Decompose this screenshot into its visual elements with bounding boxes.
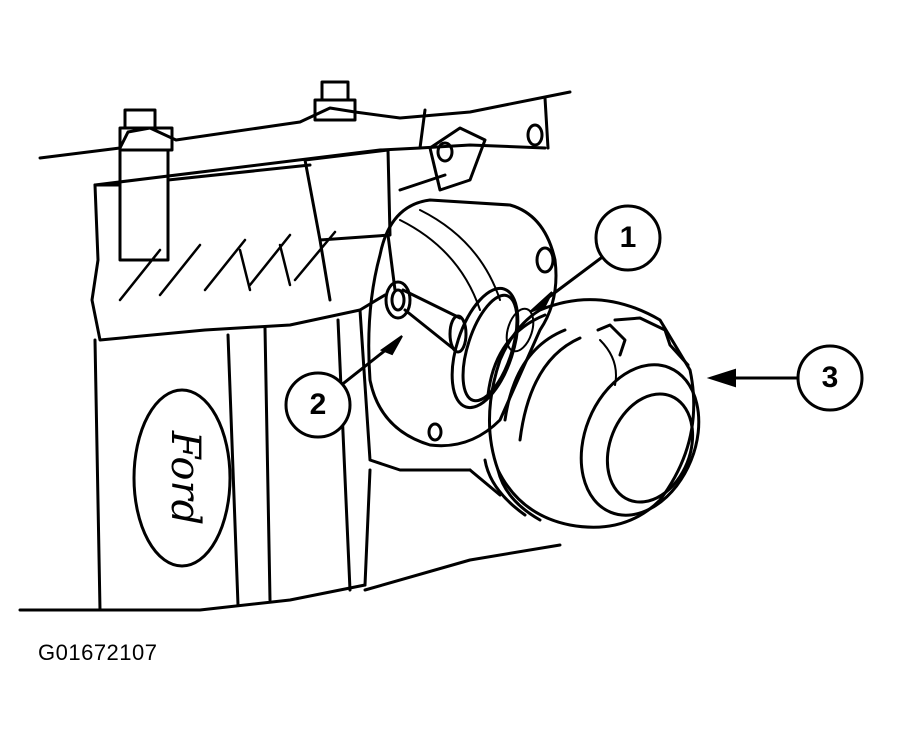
bolt-middle <box>303 80 397 302</box>
pump-housing-boss <box>367 198 558 448</box>
callout-3-label: 3 <box>822 361 839 394</box>
callout-2-arrowhead <box>379 335 403 356</box>
bolt-left <box>93 108 312 262</box>
ford-logo: Ford <box>132 388 232 568</box>
callout-2-circle <box>284 371 352 439</box>
callout-1-circle <box>594 204 662 272</box>
figure-id: G01672107 <box>38 640 158 665</box>
water-pump <box>483 298 701 529</box>
callout-2-label: 2 <box>310 388 327 421</box>
callout-1-arrowhead <box>529 291 553 313</box>
engine-block <box>18 90 572 612</box>
callout-3-arrowhead <box>706 368 736 388</box>
ford-logo-text: Ford <box>162 430 208 525</box>
callout-1: 1 <box>529 204 662 313</box>
callout-1-label: 1 <box>620 221 637 254</box>
callout-3-circle <box>796 344 864 412</box>
mount-tab <box>398 123 544 192</box>
callout-2: 2 <box>284 335 403 439</box>
callout-3: 3 <box>706 344 864 412</box>
shaft-bore <box>384 280 468 354</box>
o-ring <box>450 286 535 410</box>
